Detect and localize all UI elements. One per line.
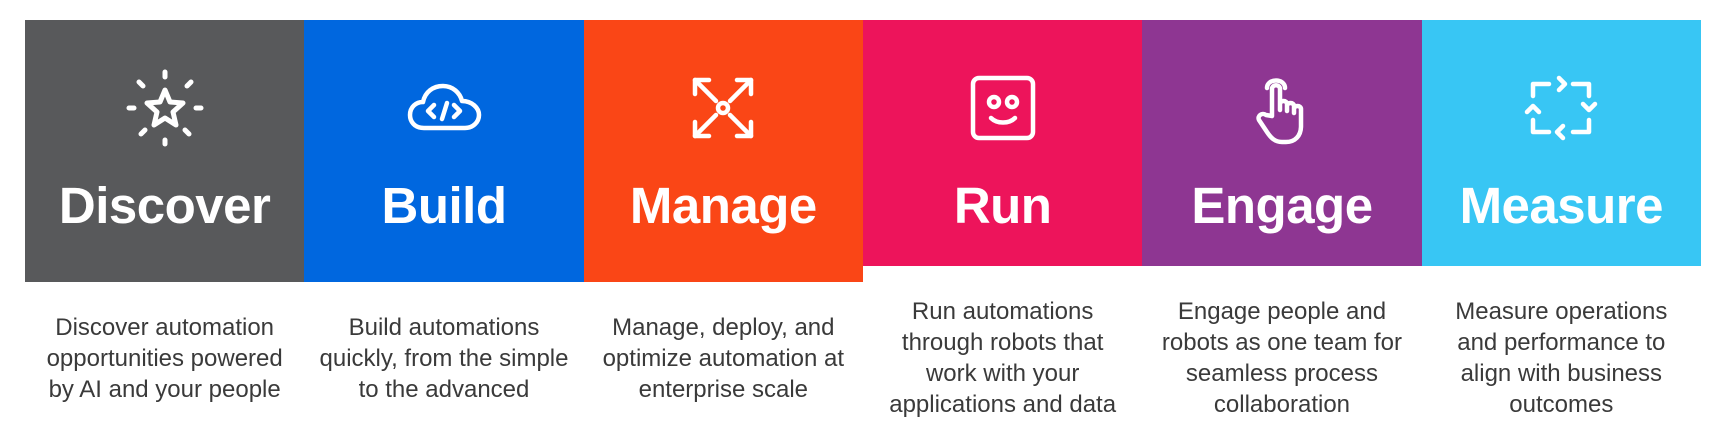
stage-tile: Manage: [583, 20, 863, 282]
stage-description: Manage, deploy, and optimize automation …: [602, 314, 845, 403]
sparkle-star-icon: [123, 66, 207, 150]
stage-description: Measure operations and performance to al…: [1455, 298, 1668, 418]
stage-tile: Build: [304, 20, 584, 282]
stage-tile: Discover: [25, 20, 305, 282]
stage-build: Build Build automations quickly, from th…: [304, 20, 584, 420]
stage-description: Build automations quickly, from the simp…: [319, 314, 569, 403]
stage-tile: Run: [862, 20, 1143, 266]
stage-tile: Engage: [1142, 20, 1422, 266]
stage-run: Run Run automations through robots that …: [862, 20, 1143, 420]
hand-pointer-icon: [1240, 66, 1324, 150]
stage-title: Manage: [629, 177, 817, 234]
cloud-code-icon: [402, 66, 486, 150]
stage-tile: Measure: [1421, 20, 1701, 266]
cycle-arrows-icon: [1519, 66, 1603, 150]
robot-face-icon: [961, 66, 1045, 150]
stage-engage: Engage Engage people and robots as one t…: [1142, 20, 1422, 420]
stage-description: Engage people and robots as one team for…: [1161, 298, 1403, 418]
stage-title: Discover: [58, 177, 271, 234]
stage-discover: Discover Discover automation opportuniti…: [25, 20, 305, 420]
stage-manage: Manage Manage, deploy, and optimize auto…: [583, 20, 863, 420]
stage-description: Discover automation opportunities powere…: [46, 314, 283, 403]
stage-description: Run automations through robots that work…: [889, 298, 1117, 418]
stage-title: Engage: [1191, 177, 1373, 234]
expand-arrows-icon: [681, 66, 765, 150]
stage-title: Measure: [1459, 177, 1664, 234]
stage-title: Run: [953, 177, 1052, 234]
stage-measure: Measure Measure operations and performan…: [1421, 20, 1701, 420]
automation-lifecycle: Discover Discover automation opportuniti…: [25, 20, 1701, 420]
stage-title: Build: [381, 177, 507, 234]
